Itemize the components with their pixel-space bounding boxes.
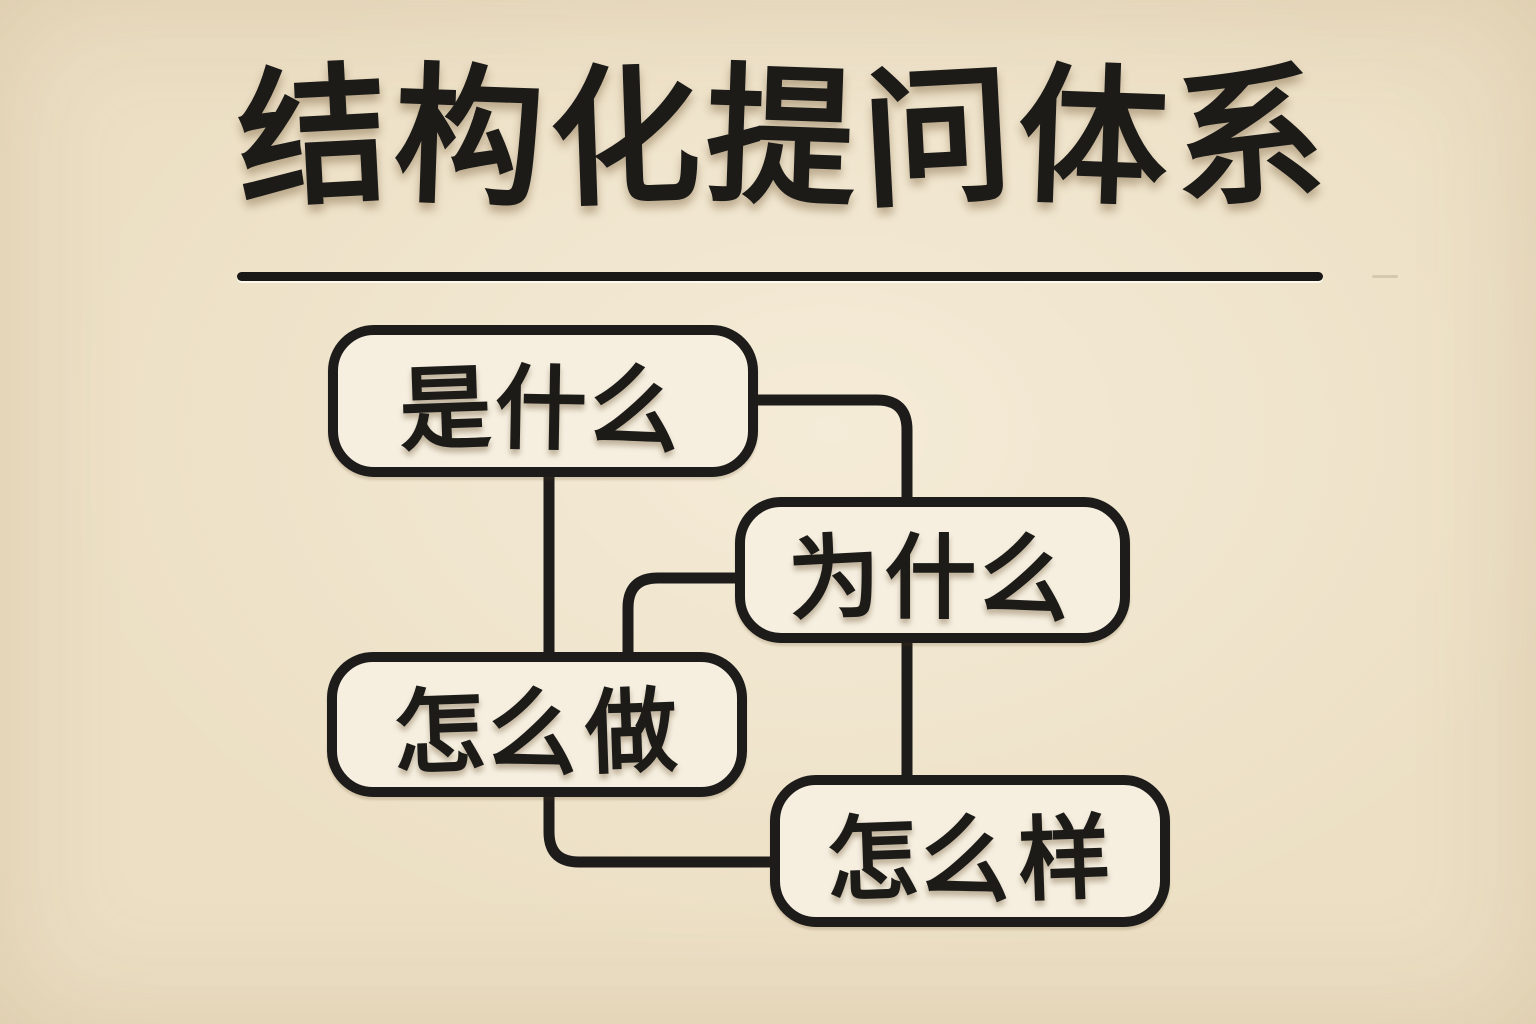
node-label-zen-me-yang: 怎么样 [824, 803, 1117, 916]
paper-scratch [1372, 275, 1398, 278]
edge-zenmezuo-zenmeyang [543, 790, 778, 868]
edge-zenmezuo-weishenme [622, 572, 742, 660]
node-shi-shen-me: 是什么 [328, 325, 758, 477]
node-label-shi-shen-me: 是什么 [397, 352, 692, 466]
node-wei-shen-me: 为什么 [735, 497, 1130, 643]
node-label-zen-me-zuo: 怎么做 [391, 677, 684, 789]
node-zen-me-yang: 怎么样 [770, 775, 1170, 927]
title-underline [237, 272, 1323, 281]
edge-shishenme-weishenme [750, 394, 913, 505]
node-zen-me-zuo: 怎么做 [327, 652, 747, 797]
node-label-wei-shen-me: 为什么 [786, 521, 1082, 635]
